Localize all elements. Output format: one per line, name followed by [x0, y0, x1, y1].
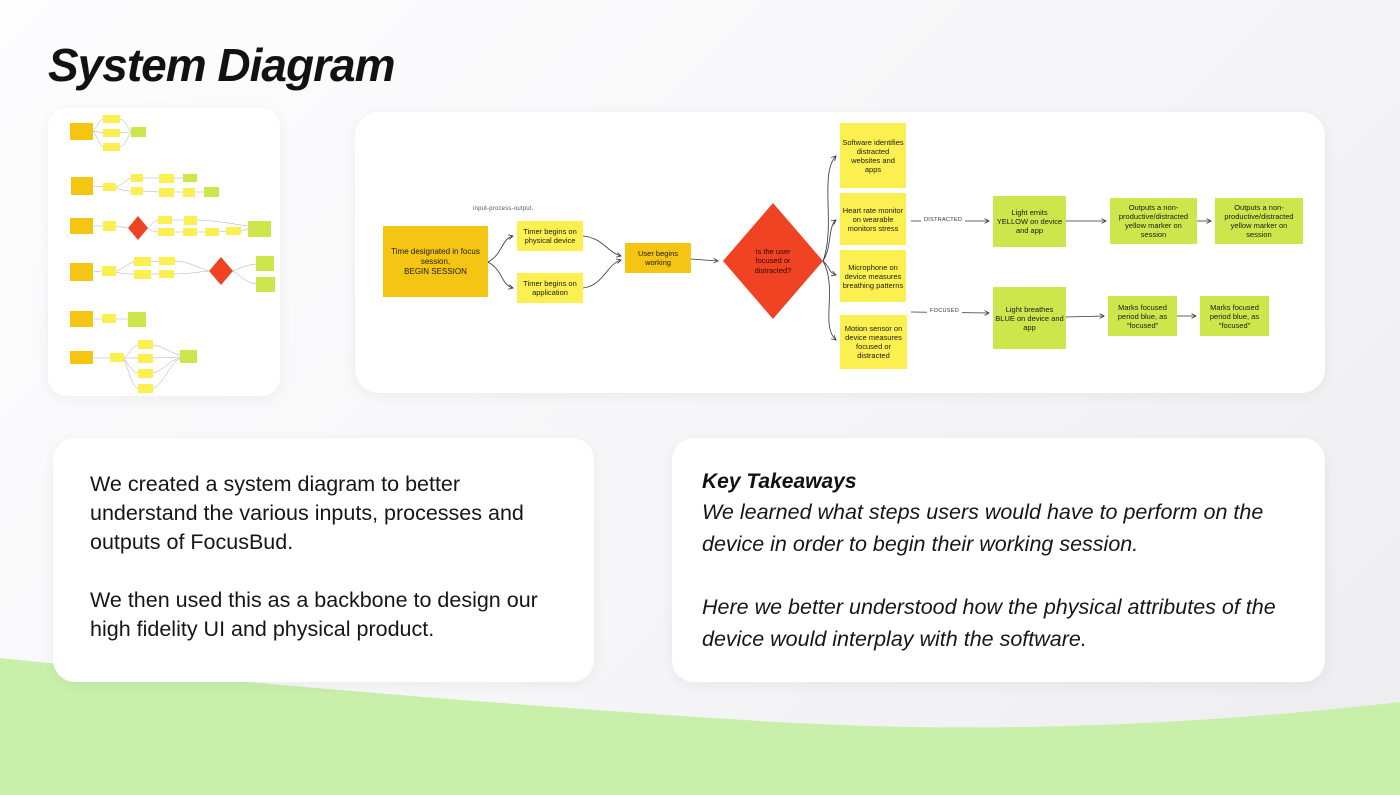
node-light-emits-yellow: Light emits YELLOW on device and app	[993, 196, 1066, 247]
node-motion-sensor: Motion sensor on device measures focused…	[840, 315, 907, 369]
description-paragraph-2: We then used this as a backbone to desig…	[90, 588, 538, 641]
node-timer-physical-device: Timer begins on physical device	[517, 221, 583, 251]
node-software-identifies: Software identifies distracted websites …	[840, 123, 906, 188]
node-marks-focused-2: Marks focused period blue, as "focused"	[1200, 296, 1269, 336]
node-time-designated: Time designated in focus session, BEGIN …	[383, 226, 488, 297]
takeaways-paragraph-2: Here we better understood how the physic…	[702, 595, 1276, 651]
mini-diagram-thumbnail	[70, 115, 275, 393]
node-user-begins-working: User begins working	[625, 243, 691, 273]
node-outputs-marker-1: Outputs a non-productive/distracted yell…	[1110, 198, 1197, 244]
system-diagram: input-process-output. Time designated in…	[355, 112, 1325, 393]
node-timer-application: Timer begins on application	[517, 273, 583, 303]
node-microphone: Microphone on device measures breathing …	[840, 250, 906, 302]
system-diagram-card: input-process-output. Time designated in…	[355, 112, 1325, 393]
flow-label: input-process-output.	[473, 206, 534, 212]
edge-label-focused: FOCUSED	[927, 308, 962, 314]
takeaways-card: Key Takeaways We learned what steps user…	[672, 438, 1325, 682]
node-light-breathes-blue: Light breathes BLUE on device and app	[993, 287, 1066, 349]
page-title: System Diagram	[48, 39, 395, 91]
description-paragraph-1: We created a system diagram to better un…	[90, 472, 524, 554]
description-card: We created a system diagram to better un…	[53, 438, 594, 682]
takeaways-heading: Key Takeaways	[702, 470, 857, 493]
node-marks-focused-1: Marks focused period blue, as "focused"	[1108, 296, 1177, 336]
node-heart-rate-monitor: Heart rate monitor on wearable monitors …	[840, 193, 906, 245]
takeaways-paragraph-1: We learned what steps users would have t…	[702, 500, 1264, 556]
mini-diagram-card	[48, 108, 280, 396]
edge-label-distracted: DISTRACTED	[921, 217, 966, 223]
node-outputs-marker-2: Outputs a non-productive/distracted yell…	[1215, 198, 1303, 244]
